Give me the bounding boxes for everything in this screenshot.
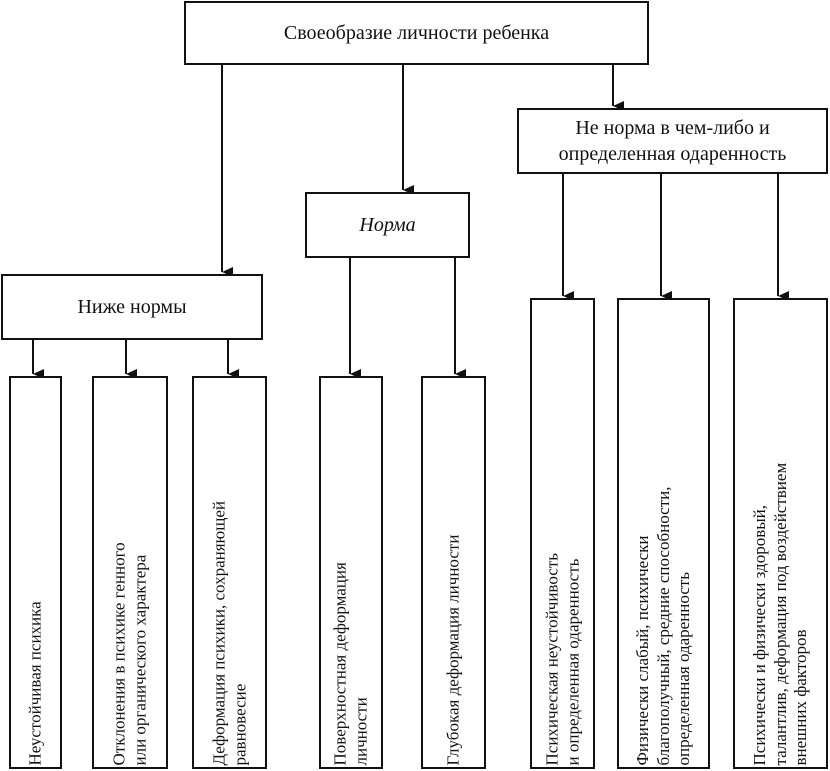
category-below-norm: Ниже нормы: [1, 274, 263, 340]
category-norm: Норма: [305, 192, 470, 258]
root-label: Своеобразие личности ребенка: [283, 22, 550, 44]
leaf-healthy-talented-deformed: Психически и физически здоровый, талантл…: [733, 298, 828, 769]
leaf-unstable-psyche: Неустойчивая психика: [9, 376, 62, 769]
leaf-superficial-deformation: Поверхностная деформация личности: [319, 376, 383, 769]
leaf-genetic-organic-deviations: Отклонения в психике генного или органич…: [92, 376, 168, 769]
leaf-balanced-deformation-text: Деформация психики, сохраняющей равновес…: [208, 500, 249, 765]
category-not-norm-label: Не норма в чем-либо и определенная одаре…: [558, 117, 787, 165]
leaf-instability-giftedness: Психическая неустойчивость и определенна…: [530, 298, 595, 769]
leaf-physically-weak-gifted-text: Физически слабый, психически благополучн…: [632, 486, 693, 765]
leaf-genetic-organic-deviations-text: Отклонения в психике генного или органич…: [109, 541, 149, 765]
category-below-norm-label: Ниже нормы: [77, 296, 187, 318]
leaf-balanced-deformation: Деформация психики, сохраняющей равновес…: [192, 376, 267, 769]
leaf-unstable-psyche-text: Неустойчивая психика: [25, 600, 45, 765]
leaf-deep-deformation-text: Глубокая деформация личности: [443, 534, 463, 765]
leaf-healthy-talented-deformed-text: Психически и физически здоровый, талантл…: [749, 462, 810, 765]
category-norm-label: Норма: [359, 214, 416, 236]
root-node: Своеобразие личности ребенка: [184, 1, 649, 65]
leaf-superficial-deformation-text: Поверхностная деформация личности: [330, 561, 370, 765]
leaf-physically-weak-gifted: Физически слабый, психически благополучн…: [617, 298, 710, 769]
category-not-norm: Не норма в чем-либо и определенная одаре…: [517, 108, 828, 174]
leaf-instability-giftedness-text: Психическая неустойчивость и определенна…: [541, 552, 582, 765]
leaf-deep-deformation: Глубокая деформация личности: [421, 376, 486, 769]
